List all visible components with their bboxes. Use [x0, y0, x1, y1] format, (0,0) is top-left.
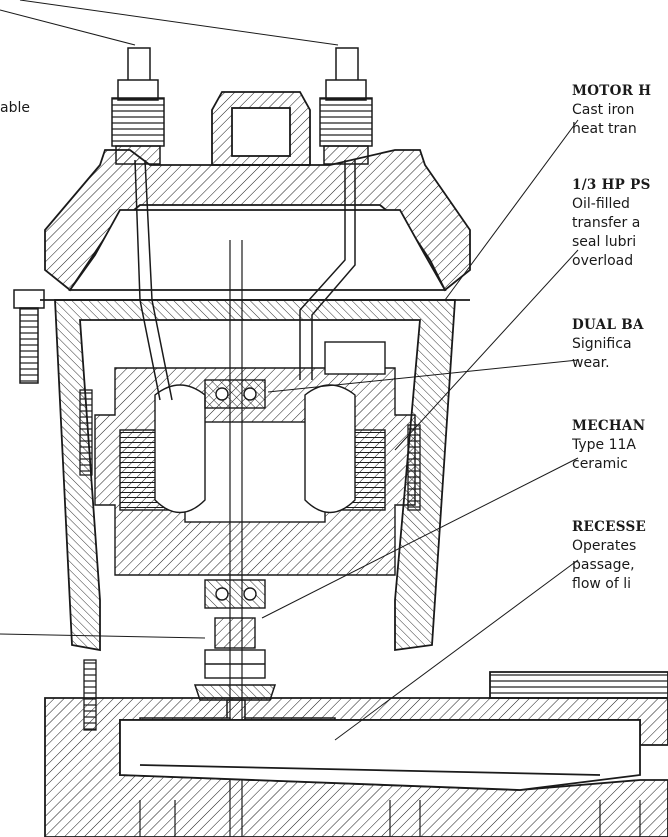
callout-line: transfer a: [572, 215, 641, 231]
callout-heading: MECHAN: [572, 418, 646, 434]
callout-mechanical-seal: MECHAN Type 11A ceramic: [572, 417, 668, 474]
callout-line: Oil-filled: [572, 196, 630, 212]
callout-line: Type 11A: [572, 437, 636, 453]
callout-line: overload: [572, 253, 634, 269]
callout-heading: DUAL BA: [572, 317, 644, 333]
callout-line: wear.: [572, 355, 610, 371]
callout-heading: RECESSE: [572, 519, 647, 535]
callout-line: passage,: [572, 557, 635, 573]
capacitor: [324, 341, 386, 375]
housing-bolts: [79, 389, 421, 731]
callout-line: Operates: [572, 538, 637, 554]
stator: [94, 367, 416, 576]
left-label-fragment: able: [0, 100, 30, 116]
callout-motor: 1/3 HP PS Oil-filled transfer a seal lub…: [572, 176, 668, 271]
feet: [139, 800, 641, 837]
callout-dual-bearings: DUAL BA Significa wear.: [572, 316, 668, 373]
callout-heading: MOTOR H: [572, 83, 652, 99]
callout-leaders: [0, 119, 579, 741]
callout-line: ceramic: [572, 456, 628, 472]
power-leads: [134, 159, 356, 401]
cord-entry-right: [319, 47, 373, 165]
callout-recessed-impeller: RECESSE Operates passage, flow of li: [572, 518, 668, 594]
callout-motor-housing: MOTOR H Cast iron heat tran: [572, 82, 668, 139]
cover-bolt-left: [13, 289, 45, 384]
motor-cover-top: [44, 91, 471, 292]
cord-entry-left: [111, 47, 165, 165]
lower-bearing: [204, 579, 266, 609]
mechanical-seal: [204, 617, 266, 679]
callout-line: Cast iron: [572, 102, 635, 118]
pump-base: [44, 671, 668, 837]
upper-bearing: [204, 379, 266, 409]
motor-housing: [40, 299, 470, 652]
callout-line: heat tran: [572, 121, 637, 137]
callout-line: Significa: [572, 336, 632, 352]
leader-lines-top: [0, 0, 339, 46]
callout-heading: 1/3 HP PS: [572, 177, 651, 193]
callout-line: flow of li: [572, 576, 632, 592]
callout-line: seal lubri: [572, 234, 637, 250]
